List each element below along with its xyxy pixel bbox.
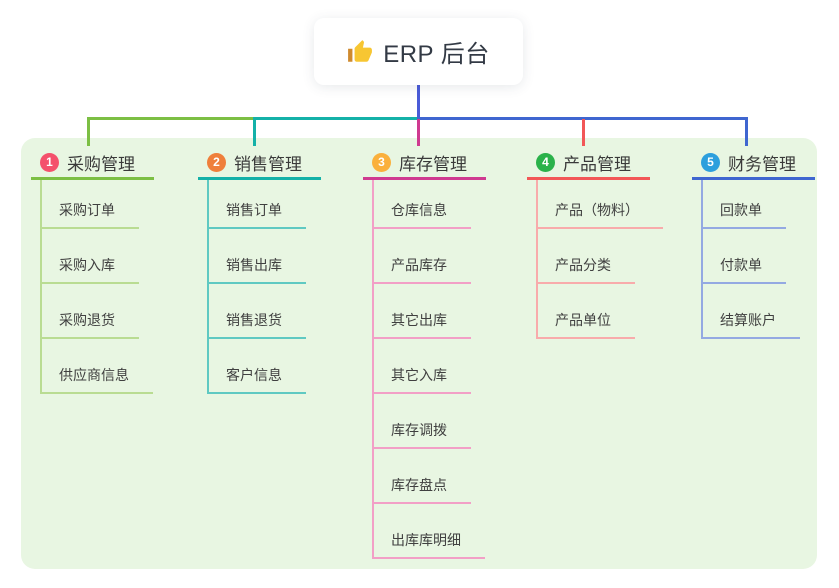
connector-root-vertical: [417, 85, 420, 118]
node-label: 销售订单: [226, 202, 282, 218]
node-label: 采购订单: [59, 202, 115, 218]
mindmap-node[interactable]: 结算账户: [703, 284, 800, 339]
mindmap-node[interactable]: 销售出库: [209, 229, 306, 284]
branch-header[interactable]: 3 库存管理: [363, 147, 486, 180]
mindmap-node[interactable]: 仓库信息: [374, 180, 471, 229]
thumbs-up-icon: [348, 39, 373, 62]
node-label: 采购入库: [59, 257, 115, 273]
mindmap-node[interactable]: 出库库明细: [374, 504, 485, 559]
node-label: 产品分类: [555, 257, 611, 273]
mindmap-node[interactable]: 采购退货: [42, 284, 139, 339]
branch-children: 销售订单 销售出库 销售退货 客户信息: [207, 180, 306, 394]
mindmap-node[interactable]: 供应商信息: [42, 339, 153, 394]
node-label: 产品单位: [555, 312, 611, 328]
branch-label: 采购管理: [67, 154, 135, 174]
mindmap-canvas: [21, 138, 817, 569]
branch-number-badge: 4: [536, 152, 555, 172]
branch-header[interactable]: 2 销售管理: [198, 147, 321, 180]
branch-sales: 2 销售管理 销售订单 销售出库 销售退货 客户信息: [198, 147, 321, 394]
mindmap-node[interactable]: 其它出库: [374, 284, 471, 339]
branch-header[interactable]: 4 产品管理: [527, 147, 650, 180]
branch-purchase: 1 采购管理 采购订单 采购入库 采购退货 供应商信息: [31, 147, 154, 394]
node-label: 其它入库: [391, 367, 447, 383]
mindmap-node[interactable]: 库存调拨: [374, 394, 471, 449]
node-label: 采购退货: [59, 312, 115, 328]
mindmap-node[interactable]: 销售退货: [209, 284, 306, 339]
mindmap-node[interactable]: 客户信息: [209, 339, 306, 394]
node-label: 产品库存: [391, 257, 447, 273]
connector-branch3-drop: [417, 119, 420, 146]
branch-label: 财务管理: [728, 154, 796, 174]
connector-branch1-horizontal: [87, 117, 254, 120]
branch-finance: 5 财务管理 回款单 付款单 结算账户: [692, 147, 815, 339]
branch-number-badge: 1: [40, 152, 59, 172]
node-label: 仓库信息: [391, 202, 447, 218]
connector-branch1-drop: [87, 117, 90, 146]
node-label: 库存盘点: [391, 477, 447, 493]
node-label: 付款单: [720, 257, 762, 273]
branch-children: 采购订单 采购入库 采购退货 供应商信息: [40, 180, 153, 394]
branch-number-badge: 3: [372, 152, 391, 172]
branch-number-badge: 5: [701, 152, 720, 172]
mindmap-node[interactable]: 产品库存: [374, 229, 471, 284]
node-label: 销售出库: [226, 257, 282, 273]
mindmap-node[interactable]: 库存盘点: [374, 449, 471, 504]
branch-product: 4 产品管理 产品（物料） 产品分类 产品单位: [527, 147, 663, 339]
node-label: 供应商信息: [59, 367, 129, 383]
connector-branch2-horizontal: [253, 117, 419, 120]
branch-number-badge: 2: [207, 152, 226, 172]
connector-branch5-drop: [745, 117, 748, 146]
node-label: 其它出库: [391, 312, 447, 328]
connector-branch2-drop: [253, 117, 256, 146]
node-label: 结算账户: [720, 312, 776, 328]
mindmap-node[interactable]: 产品单位: [538, 284, 635, 339]
connector-branch5-horizontal: [417, 117, 748, 120]
node-label: 出库库明细: [391, 532, 461, 548]
node-label: 客户信息: [226, 367, 282, 383]
branch-label: 销售管理: [234, 154, 302, 174]
root-node[interactable]: ERP 后台: [314, 18, 523, 85]
branch-children: 回款单 付款单 结算账户: [701, 180, 800, 339]
mindmap-node[interactable]: 回款单: [703, 180, 786, 229]
branch-header[interactable]: 1 采购管理: [31, 147, 154, 180]
mindmap-node[interactable]: 其它入库: [374, 339, 471, 394]
node-label: 回款单: [720, 202, 762, 218]
branch-children: 仓库信息 产品库存 其它出库 其它入库 库存调拨 库存盘点 出库库明细: [372, 180, 485, 559]
mindmap-node[interactable]: 产品分类: [538, 229, 635, 284]
branch-label: 产品管理: [563, 154, 631, 174]
node-label: 产品（物料）: [555, 202, 639, 218]
branch-inventory: 3 库存管理 仓库信息 产品库存 其它出库 其它入库 库存调拨 库存盘点 出库库…: [363, 147, 486, 559]
mindmap-node[interactable]: 采购入库: [42, 229, 139, 284]
root-title: ERP 后台: [383, 41, 490, 68]
branch-children: 产品（物料） 产品分类 产品单位: [536, 180, 663, 339]
mindmap-node[interactable]: 采购订单: [42, 180, 139, 229]
branch-header[interactable]: 5 财务管理: [692, 147, 815, 180]
mindmap-node[interactable]: 付款单: [703, 229, 786, 284]
mindmap-node[interactable]: 销售订单: [209, 180, 306, 229]
node-label: 库存调拨: [391, 422, 447, 438]
branch-label: 库存管理: [399, 154, 467, 174]
mindmap-node[interactable]: 产品（物料）: [538, 180, 663, 229]
node-label: 销售退货: [226, 312, 282, 328]
connector-branch4-drop: [582, 119, 585, 146]
